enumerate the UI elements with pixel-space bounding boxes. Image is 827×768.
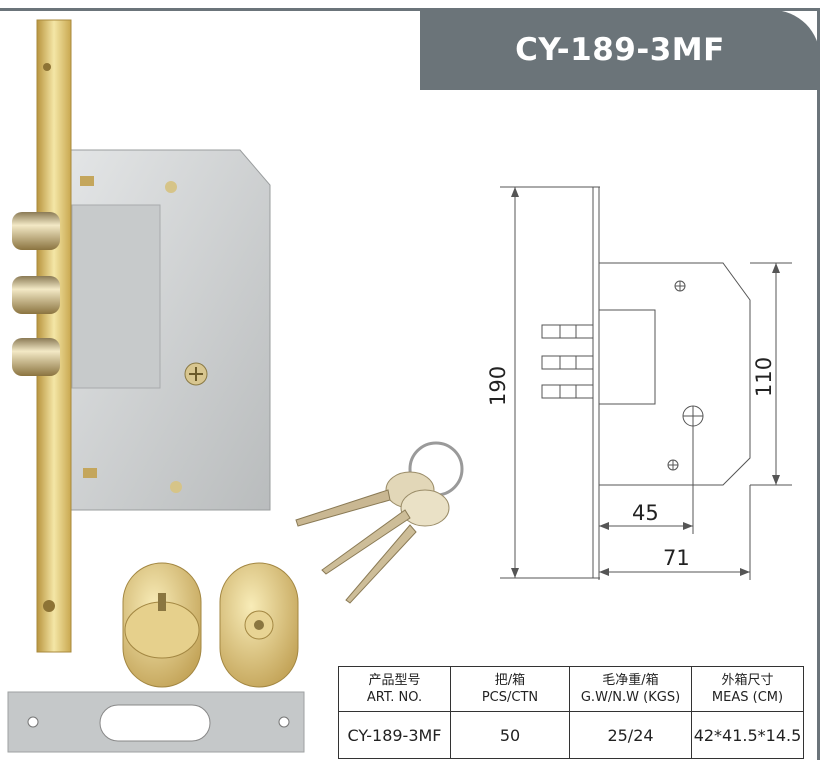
spec-table: 产品型号 ART. NO. 把/箱 PCS/CTN 毛净重/箱 G.W/N.W (KG…: [338, 666, 804, 759]
lock-case: [69, 149, 271, 511]
dimension-drawing: [500, 186, 792, 580]
cell-art-no: CY-189-3MF: [338, 711, 451, 759]
header-pcs-ctn: 把/箱 PCS/CTN: [450, 666, 570, 712]
title-banner: CY-189-3MF: [420, 10, 820, 90]
cell-weight: 25/24: [569, 711, 692, 759]
dim-label-110: 110: [752, 356, 776, 397]
header-art-no-zh: 产品型号: [368, 673, 421, 688]
header-weight-en: G.W/N.W (KGS): [580, 690, 681, 705]
strike-plate: [7, 691, 305, 753]
dim-label-71: 71: [663, 546, 690, 570]
header-meas-en: MEAS (CM): [711, 690, 784, 705]
header-meas-zh: 外箱尺寸: [721, 673, 774, 688]
header-pcs-ctn-en: PCS/CTN: [481, 690, 539, 705]
cell-meas: 42*41.5*14.5: [691, 711, 804, 759]
keys: [295, 441, 464, 604]
cell-pcs-ctn: 50: [450, 711, 570, 759]
spec-table-header-row: 产品型号 ART. NO. 把/箱 PCS/CTN 毛净重/箱 G.W/N.W (KG…: [338, 666, 804, 712]
dim-label-190: 190: [486, 365, 510, 406]
header-art-no: 产品型号 ART. NO.: [338, 666, 451, 712]
lock-product-illustration: [7, 19, 464, 753]
header-art-no-en: ART. NO.: [366, 690, 423, 705]
lock-faceplate: [36, 19, 72, 653]
right-border-line: [817, 8, 820, 760]
header-meas: 外箱尺寸 MEAS (CM): [691, 666, 804, 712]
lock-bolts: [12, 212, 60, 376]
top-border-line: [0, 8, 820, 11]
header-pcs-ctn-zh: 把/箱: [494, 673, 526, 688]
header-weight-zh: 毛净重/箱: [602, 673, 659, 688]
dim-label-45: 45: [632, 501, 659, 525]
header-weight: 毛净重/箱 G.W/N.W (KGS): [569, 666, 692, 712]
spec-table-row: CY-189-3MF 50 25/24 42*41.5*14.5: [338, 711, 804, 759]
model-title: CY-189-3MF: [515, 32, 725, 68]
key-rosettes: [122, 562, 299, 688]
